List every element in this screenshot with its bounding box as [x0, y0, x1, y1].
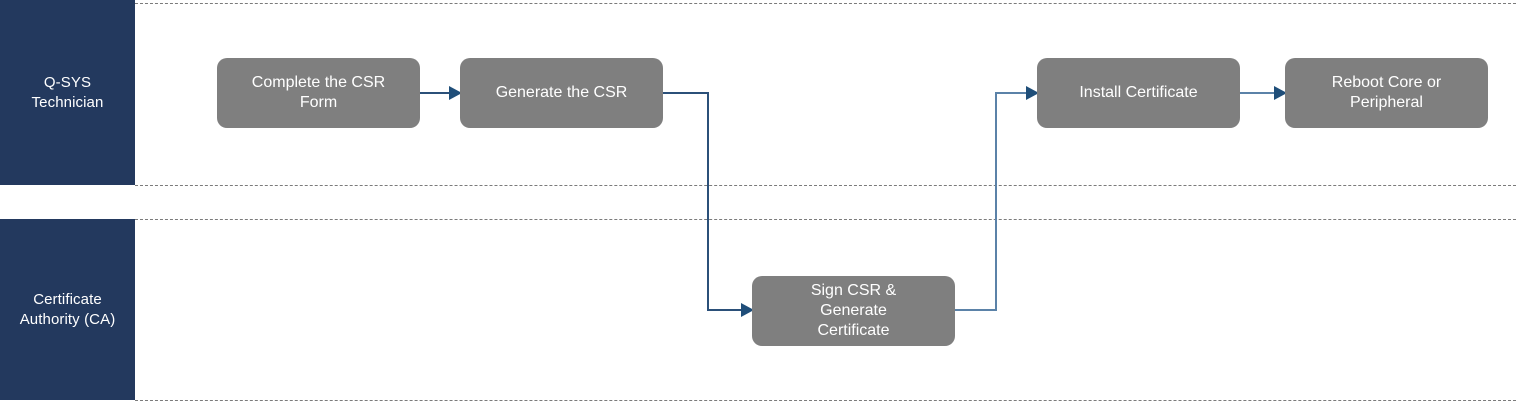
lane-label-technician-line1: Q-SYS [43, 73, 92, 91]
node-reboot-line2: Peripheral [1350, 94, 1423, 111]
lane-label-ca-line2: Authority [19, 310, 80, 328]
node-sign-csr-line3: Certificate [817, 322, 890, 339]
node-complete-csr-form[interactable]: Complete the CSR Form [217, 58, 420, 128]
lane-divider-mid-lower [135, 219, 1516, 220]
swimlane-certificate-authority: Certificate Authority (CA) [0, 219, 1516, 400]
node-install-certificate[interactable]: Install Certificate [1037, 58, 1240, 128]
swimlane-technician: Q-SYS Technician [0, 0, 1516, 185]
lane-header-technician: Q-SYS Technician [0, 0, 135, 185]
node-install-certificate-line1: Install Certificate [1079, 84, 1198, 101]
lane-header-certificate-authority: Certificate Authority (CA) [0, 219, 135, 400]
lane-divider-mid-upper [135, 185, 1516, 186]
node-sign-csr-line2: Generate [820, 302, 887, 319]
node-generate-csr[interactable]: Generate the CSR [460, 58, 663, 128]
node-sign-csr-line1: Sign CSR & [810, 282, 897, 299]
node-reboot[interactable]: Reboot Core or Peripheral [1285, 58, 1488, 128]
lane-label-technician-line2: Technician [31, 93, 104, 111]
lane-label-ca-line3: (CA) [84, 310, 116, 328]
lane-label-ca-line1: Certificate [33, 290, 102, 308]
lane-divider-bottom [135, 400, 1516, 401]
lane-divider-top [135, 3, 1516, 4]
node-complete-csr-form-line1: Complete the CSR [251, 74, 386, 91]
node-reboot-line1: Reboot Core or [1331, 74, 1442, 91]
node-generate-csr-line1: Generate the CSR [495, 84, 628, 101]
node-sign-csr[interactable]: Sign CSR & Generate Certificate [752, 276, 955, 346]
node-complete-csr-form-line2: Form [299, 94, 338, 111]
